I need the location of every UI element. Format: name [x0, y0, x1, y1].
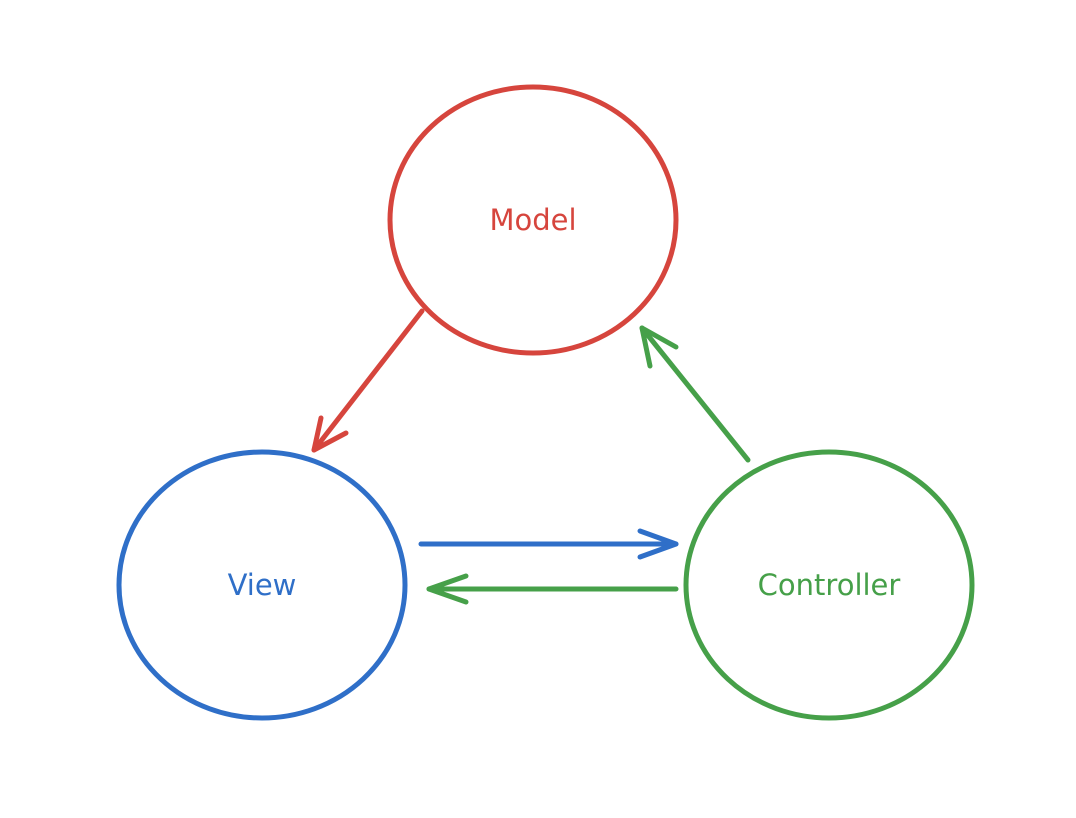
arrowhead-icon [426, 573, 469, 605]
edge-controller-to-model-line [639, 325, 751, 463]
controller-node: Controller [683, 449, 975, 721]
view-node: View [116, 449, 408, 721]
edge-controller-to-model [639, 325, 751, 463]
edge-controller-to-view [426, 573, 679, 605]
edge-view-to-controller [418, 528, 679, 560]
model-node: Model [387, 84, 679, 356]
arrowhead-icon [637, 528, 679, 560]
edge-model-to-view-line [311, 308, 425, 453]
controller-circle [683, 449, 975, 721]
edge-model-to-view [311, 308, 425, 453]
view-label: View [228, 568, 297, 602]
arrowhead-icon [639, 325, 679, 369]
controller-label: Controller [758, 568, 901, 602]
view-circle [116, 449, 408, 721]
model-label: Model [489, 203, 576, 237]
model-circle [387, 84, 679, 356]
arrowhead-icon [311, 415, 349, 453]
